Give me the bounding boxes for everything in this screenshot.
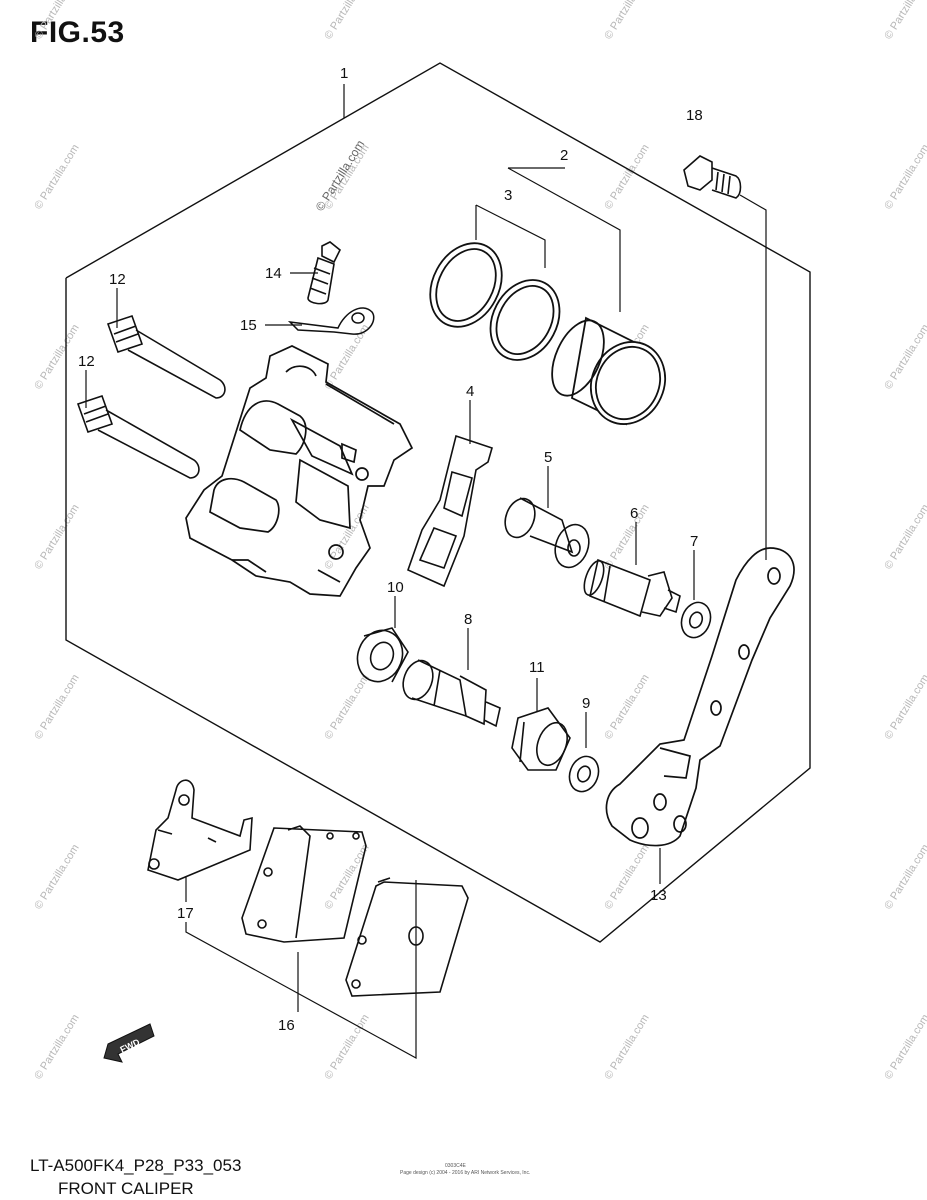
callout-16: 16 xyxy=(278,1017,295,1034)
callout-4: 4 xyxy=(466,383,474,400)
part-7-washer xyxy=(680,601,712,639)
watermark-layer: © Partzilla.com © Partzilla.com © Partzill… xyxy=(32,0,927,1082)
part-3-piston-seals xyxy=(429,242,561,361)
callout-18: 18 xyxy=(686,107,703,124)
watermark-tile: © Partzilla.com xyxy=(32,502,81,571)
callout-5: 5 xyxy=(544,449,552,466)
part-2-piston xyxy=(551,316,666,426)
callout-13: 13 xyxy=(650,887,667,904)
callout-15: 15 xyxy=(240,317,257,334)
part-15-clip xyxy=(287,307,375,335)
watermark-tile: © Partzilla.com xyxy=(882,0,927,42)
part-12-slide-pin-upper xyxy=(106,314,226,399)
part-5-sleeve xyxy=(504,497,590,569)
watermark-tile: © Partzilla.com xyxy=(602,502,651,571)
watermark-tile: © Partzilla.com xyxy=(602,842,651,911)
callout-3: 3 xyxy=(504,187,512,204)
part-8-slide-pin xyxy=(402,659,501,728)
callout-10: 10 xyxy=(387,579,404,596)
part-17-shim xyxy=(147,779,253,881)
part-14-bleeder-screw xyxy=(307,241,342,305)
part-9-washer xyxy=(568,755,600,793)
watermark-tile: © Partzilla.com xyxy=(322,672,371,741)
watermark-tile: © Partzilla.com xyxy=(602,0,651,42)
watermark-tile: © Partzilla.com xyxy=(32,842,81,911)
watermark-tile: © Partzilla.com xyxy=(602,672,651,741)
part-12-slide-pin-lower xyxy=(76,394,200,479)
watermark-tile: © Partzilla.com xyxy=(602,1012,651,1081)
callout-14: 14 xyxy=(265,265,282,282)
callout-12a: 12 xyxy=(109,271,126,288)
watermark-tile: © Partzilla.com xyxy=(882,322,927,391)
watermark-tile: © Partzilla.com xyxy=(322,502,371,571)
watermark-tile: © Partzilla.com xyxy=(322,1012,371,1081)
watermark-tile: © Partzilla.com xyxy=(882,672,927,741)
watermark-tile: © Partzilla.com xyxy=(882,142,927,211)
watermark-tile: © Partzilla.com xyxy=(882,502,927,571)
diagram-subtitle: FRONT CALIPER xyxy=(58,1179,194,1198)
callout-labels: 1 2 3 4 5 6 7 8 9 10 11 12 12 13 14 15 1… xyxy=(78,65,703,1034)
fine-print-copyright: Page design (c) 2004 - 2016 by ARI Netwo… xyxy=(400,1170,531,1176)
callout-17: 17 xyxy=(177,905,194,922)
part-6-pin xyxy=(583,558,681,618)
watermark-tile: © Partzilla.com xyxy=(322,0,371,42)
fine-print-code: 0303C4E xyxy=(445,1163,466,1169)
watermark-tile: © Partzilla.com xyxy=(32,322,81,391)
watermark-tile: © Partzilla.com xyxy=(32,142,81,211)
callout-1: 1 xyxy=(340,65,348,82)
callout-6: 6 xyxy=(630,505,638,522)
callout-8: 8 xyxy=(464,611,472,628)
watermark-tile: © Partzilla.com xyxy=(882,1012,927,1081)
callout-9: 9 xyxy=(582,695,590,712)
fwd-arrow-icon: FWD xyxy=(103,1023,155,1063)
callout-12b: 12 xyxy=(78,353,95,370)
part-18-bolt xyxy=(683,155,742,199)
watermark-tile: © Partzilla.com xyxy=(32,0,81,42)
caliper-body xyxy=(185,345,414,597)
fig-title: FIG.53 xyxy=(30,16,125,49)
part-4-pad-spring xyxy=(407,434,493,588)
watermark-tile: © Partzilla.com xyxy=(32,1012,81,1081)
watermark-tile: © Partzilla.com xyxy=(882,842,927,911)
watermark-tile: © Partzilla.com xyxy=(602,142,651,211)
diagonal-watermark: © Partzilla.com xyxy=(313,138,368,214)
assembly-frame xyxy=(65,62,811,943)
part-10-boot xyxy=(356,627,409,683)
part-16-pad-inner xyxy=(241,825,367,943)
part-11-boot xyxy=(511,707,571,771)
callout-7: 7 xyxy=(690,533,698,550)
callout-2: 2 xyxy=(560,147,568,164)
watermark-tile: © Partzilla.com xyxy=(32,672,81,741)
model-code: LT-A500FK4_P28_P33_053 xyxy=(30,1156,242,1175)
part-13-bracket xyxy=(605,547,795,847)
part-16-pad-outer xyxy=(345,877,469,997)
callout-11: 11 xyxy=(529,659,545,676)
